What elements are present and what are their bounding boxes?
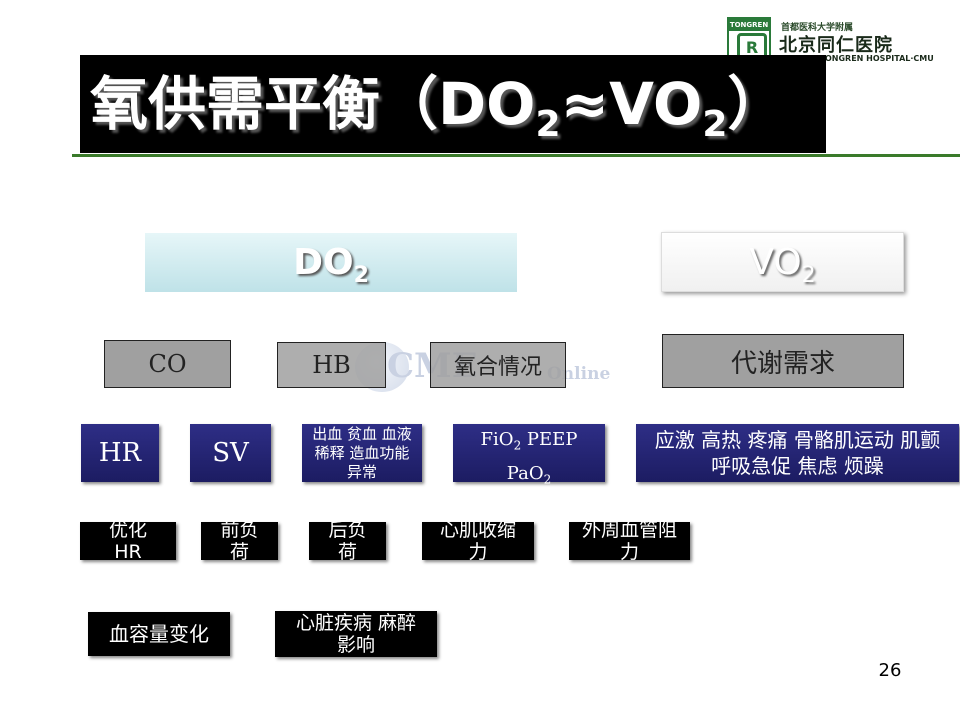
title-vo-sub: 2 [702,104,728,145]
title-divider [72,154,960,157]
do2-label: DO [293,242,354,283]
pao2-label: PaO [506,462,544,484]
metabolic-causes-box: 应激 高热 疼痛 骨骼肌运动 肌颤 呼吸急促 焦虑 烦躁 [636,424,959,482]
pao2-sub: 2 [543,472,552,487]
oxygenation-params-box: FiO2 PEEP PaO2 [453,424,605,486]
page-number: 26 [878,660,902,681]
optimize-hr-box: 优化HR [80,519,176,563]
fio2-sub: 2 [513,438,522,453]
hb-box: HB [277,342,386,388]
fio2-label: FiO [480,429,514,450]
sv-box: SV [190,424,271,482]
afterload-box: 后负荷 [309,519,386,563]
title-approx-vo: ≈VO [560,70,703,138]
disease-anesthesia-box: 心脏疾病 麻醉影响 [275,611,437,657]
fio2-peep-line: FiO2 PEEP [453,426,605,460]
hb-causes-box: 出血 贫血 血液稀释 造血功能异常 [302,424,422,482]
oxygenation-box: 氧合情况 [430,342,566,388]
title-close: ） [727,70,786,138]
vo2-sub: 2 [801,263,816,288]
metabolic-demand-box: 代谢需求 [662,334,904,388]
co-box: CO [104,340,231,388]
do2-sub: 2 [353,263,369,288]
peripheral-resistance-box: 外周血管阻力 [569,519,690,563]
vo2-label: VO [749,242,802,283]
title-do: DO [438,70,536,138]
pao2-line: PaO2 [453,460,605,494]
title-do-sub: 2 [535,104,561,145]
logo-hospital-name: 北京同仁医院 [779,35,893,56]
logo-english-name: BEIJING TONGREN HOSPITAL·CMU [783,54,934,63]
contractility-box: 心肌收缩力 [422,519,534,563]
preload-box: 前负荷 [201,519,278,563]
vo2-header: VO2 [661,232,904,292]
slide-title: 氧供需平衡（DO2≈VO2） [80,55,826,153]
hospital-logo: TONGREN R 首都医科大学附属 北京同仁医院 BEIJING TONGRE… [727,17,934,65]
hr-box: HR [81,424,159,482]
title-main: 氧供需平衡（ [90,70,439,138]
logo-tag: TONGREN [729,19,769,31]
logo-small-text: 首都医科大学附属 [781,23,854,33]
peep-label: PEEP [521,429,578,450]
do2-header: DO2 [145,233,517,292]
volume-change-box: 血容量变化 [88,612,230,656]
